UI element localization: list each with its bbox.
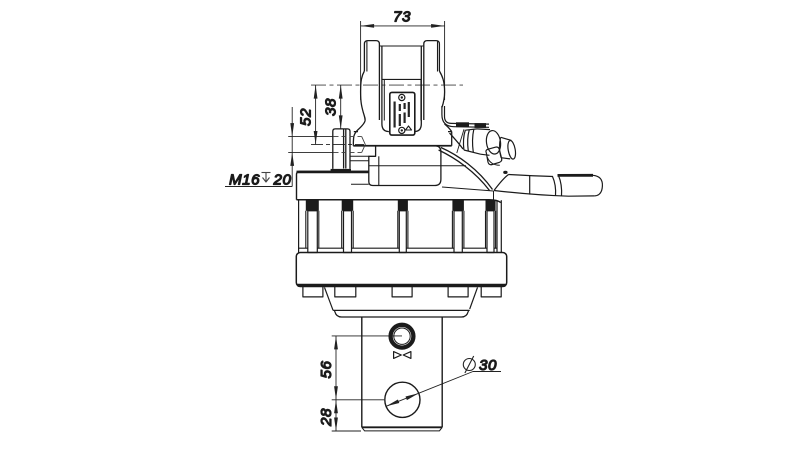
stud-nut (305, 200, 319, 211)
stud-nut (341, 200, 354, 211)
dim-label-m16-depth: 20 (273, 172, 292, 189)
stud-nut (397, 200, 408, 211)
grease-nipple (388, 322, 416, 350)
flange-tab (391, 287, 413, 298)
stud-shaft (398, 210, 407, 254)
cover-slant (438, 132, 494, 200)
callout-m16-leader (225, 107, 333, 187)
nameplate (388, 91, 416, 136)
flange-tab (302, 287, 324, 298)
stud-shaft (453, 210, 463, 254)
clevis-fork (352, 39, 453, 147)
dimension-52 (313, 85, 318, 145)
upper-flange (295, 170, 502, 204)
stud-section (298, 200, 502, 254)
diameter-symbol-icon (462, 355, 476, 374)
stud-nut (485, 200, 496, 211)
shaft (361, 316, 443, 432)
lower-flange (295, 251, 508, 288)
threaded-hole-hidden (333, 136, 366, 153)
right-wing (493, 173, 604, 197)
stud-nut (452, 200, 464, 211)
nameplate-text-lines (393, 101, 410, 128)
dim-label-30: 30 (479, 357, 497, 374)
dim-label-m16: M16 (229, 172, 260, 189)
flange-transition (302, 287, 502, 318)
threaded-boss (330, 128, 351, 173)
nameplate-rivet-top (398, 93, 406, 102)
stud-shaft (486, 210, 495, 254)
flange-tab (334, 287, 357, 298)
stud-shaft (342, 210, 353, 254)
callout-dia30-leader (385, 371, 501, 407)
hydraulic-fittings (441, 106, 517, 174)
dimension-73 (360, 21, 446, 100)
dim-label-28: 28 (318, 408, 335, 427)
flange-tab (480, 287, 502, 298)
dim-label-38: 38 (323, 98, 340, 116)
valve-symbol (393, 351, 412, 359)
dim-label-73: 73 (393, 9, 411, 26)
shaft-hole (384, 381, 421, 419)
flange-tab (447, 287, 469, 298)
stud-shaft (307, 210, 318, 254)
nameplate-rivet-bottom (398, 126, 406, 135)
dimension-56-28 (331, 335, 402, 432)
dim-label-52: 52 (298, 108, 315, 126)
nameplate-ce-mark (404, 125, 413, 131)
housing-cap (350, 145, 466, 187)
depth-symbol-icon (261, 171, 271, 183)
dim-label-56: 56 (318, 361, 335, 379)
